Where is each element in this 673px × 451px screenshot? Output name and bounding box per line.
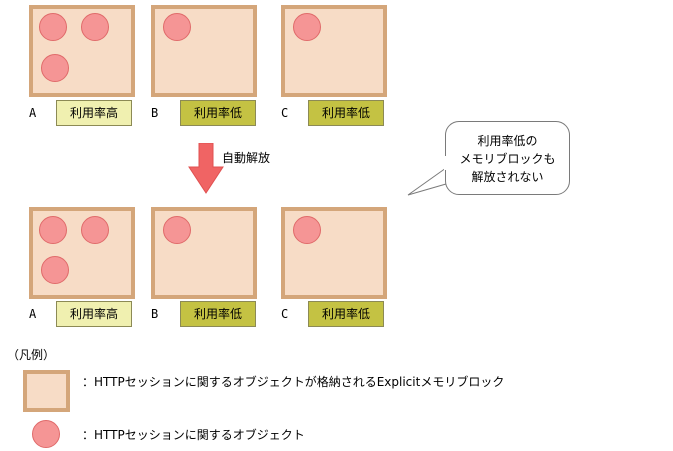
utilization-tag-c: 利用率低 xyxy=(308,100,384,126)
utilization-tag-b: 利用率低 xyxy=(180,301,256,327)
utilization-tag-c: 利用率低 xyxy=(308,301,384,327)
memory-block-c-before xyxy=(281,5,387,97)
legend-block-description: ：HTTPセッションに関するオブジェクトが格納されるExplicitメモリブロッ… xyxy=(82,375,505,389)
session-object xyxy=(41,256,69,284)
utilization-tag-a: 利用率高 xyxy=(56,100,132,126)
block-letter-a: A xyxy=(29,106,37,120)
block-letter-b: B xyxy=(151,106,159,120)
legend-title: （凡例） xyxy=(7,348,56,362)
block-letter-c: C xyxy=(281,106,289,120)
session-object xyxy=(81,216,109,244)
down-arrow-icon xyxy=(188,143,224,194)
session-object xyxy=(163,216,191,244)
memory-block-a-before xyxy=(29,5,135,97)
utilization-tag-a: 利用率高 xyxy=(56,301,132,327)
session-object xyxy=(39,13,67,41)
callout-bubble xyxy=(445,121,570,195)
session-object xyxy=(293,216,321,244)
memory-block-c-after xyxy=(281,207,387,299)
session-object xyxy=(39,216,67,244)
memory-block-b-before xyxy=(151,5,257,97)
legend-object-description: ：HTTPセッションに関するオブジェクト xyxy=(82,428,305,442)
auto-release-label: 自動解放 xyxy=(222,151,271,165)
memory-block-b-after xyxy=(151,207,257,299)
legend-block-swatch xyxy=(23,370,70,412)
utilization-tag-b: 利用率低 xyxy=(180,100,256,126)
callout-tail xyxy=(407,167,447,196)
block-letter-a: A xyxy=(29,307,37,321)
callout-text: 利用率低の メモリブロックも 解放されない xyxy=(459,134,556,184)
session-object xyxy=(41,54,69,82)
legend-object-swatch xyxy=(32,420,60,448)
callout-tail-joint xyxy=(444,156,448,170)
session-object xyxy=(163,13,191,41)
memory-block-a-after xyxy=(29,207,135,299)
block-letter-b: B xyxy=(151,307,159,321)
block-letter-c: C xyxy=(281,307,289,321)
session-object xyxy=(81,13,109,41)
session-object xyxy=(293,13,321,41)
